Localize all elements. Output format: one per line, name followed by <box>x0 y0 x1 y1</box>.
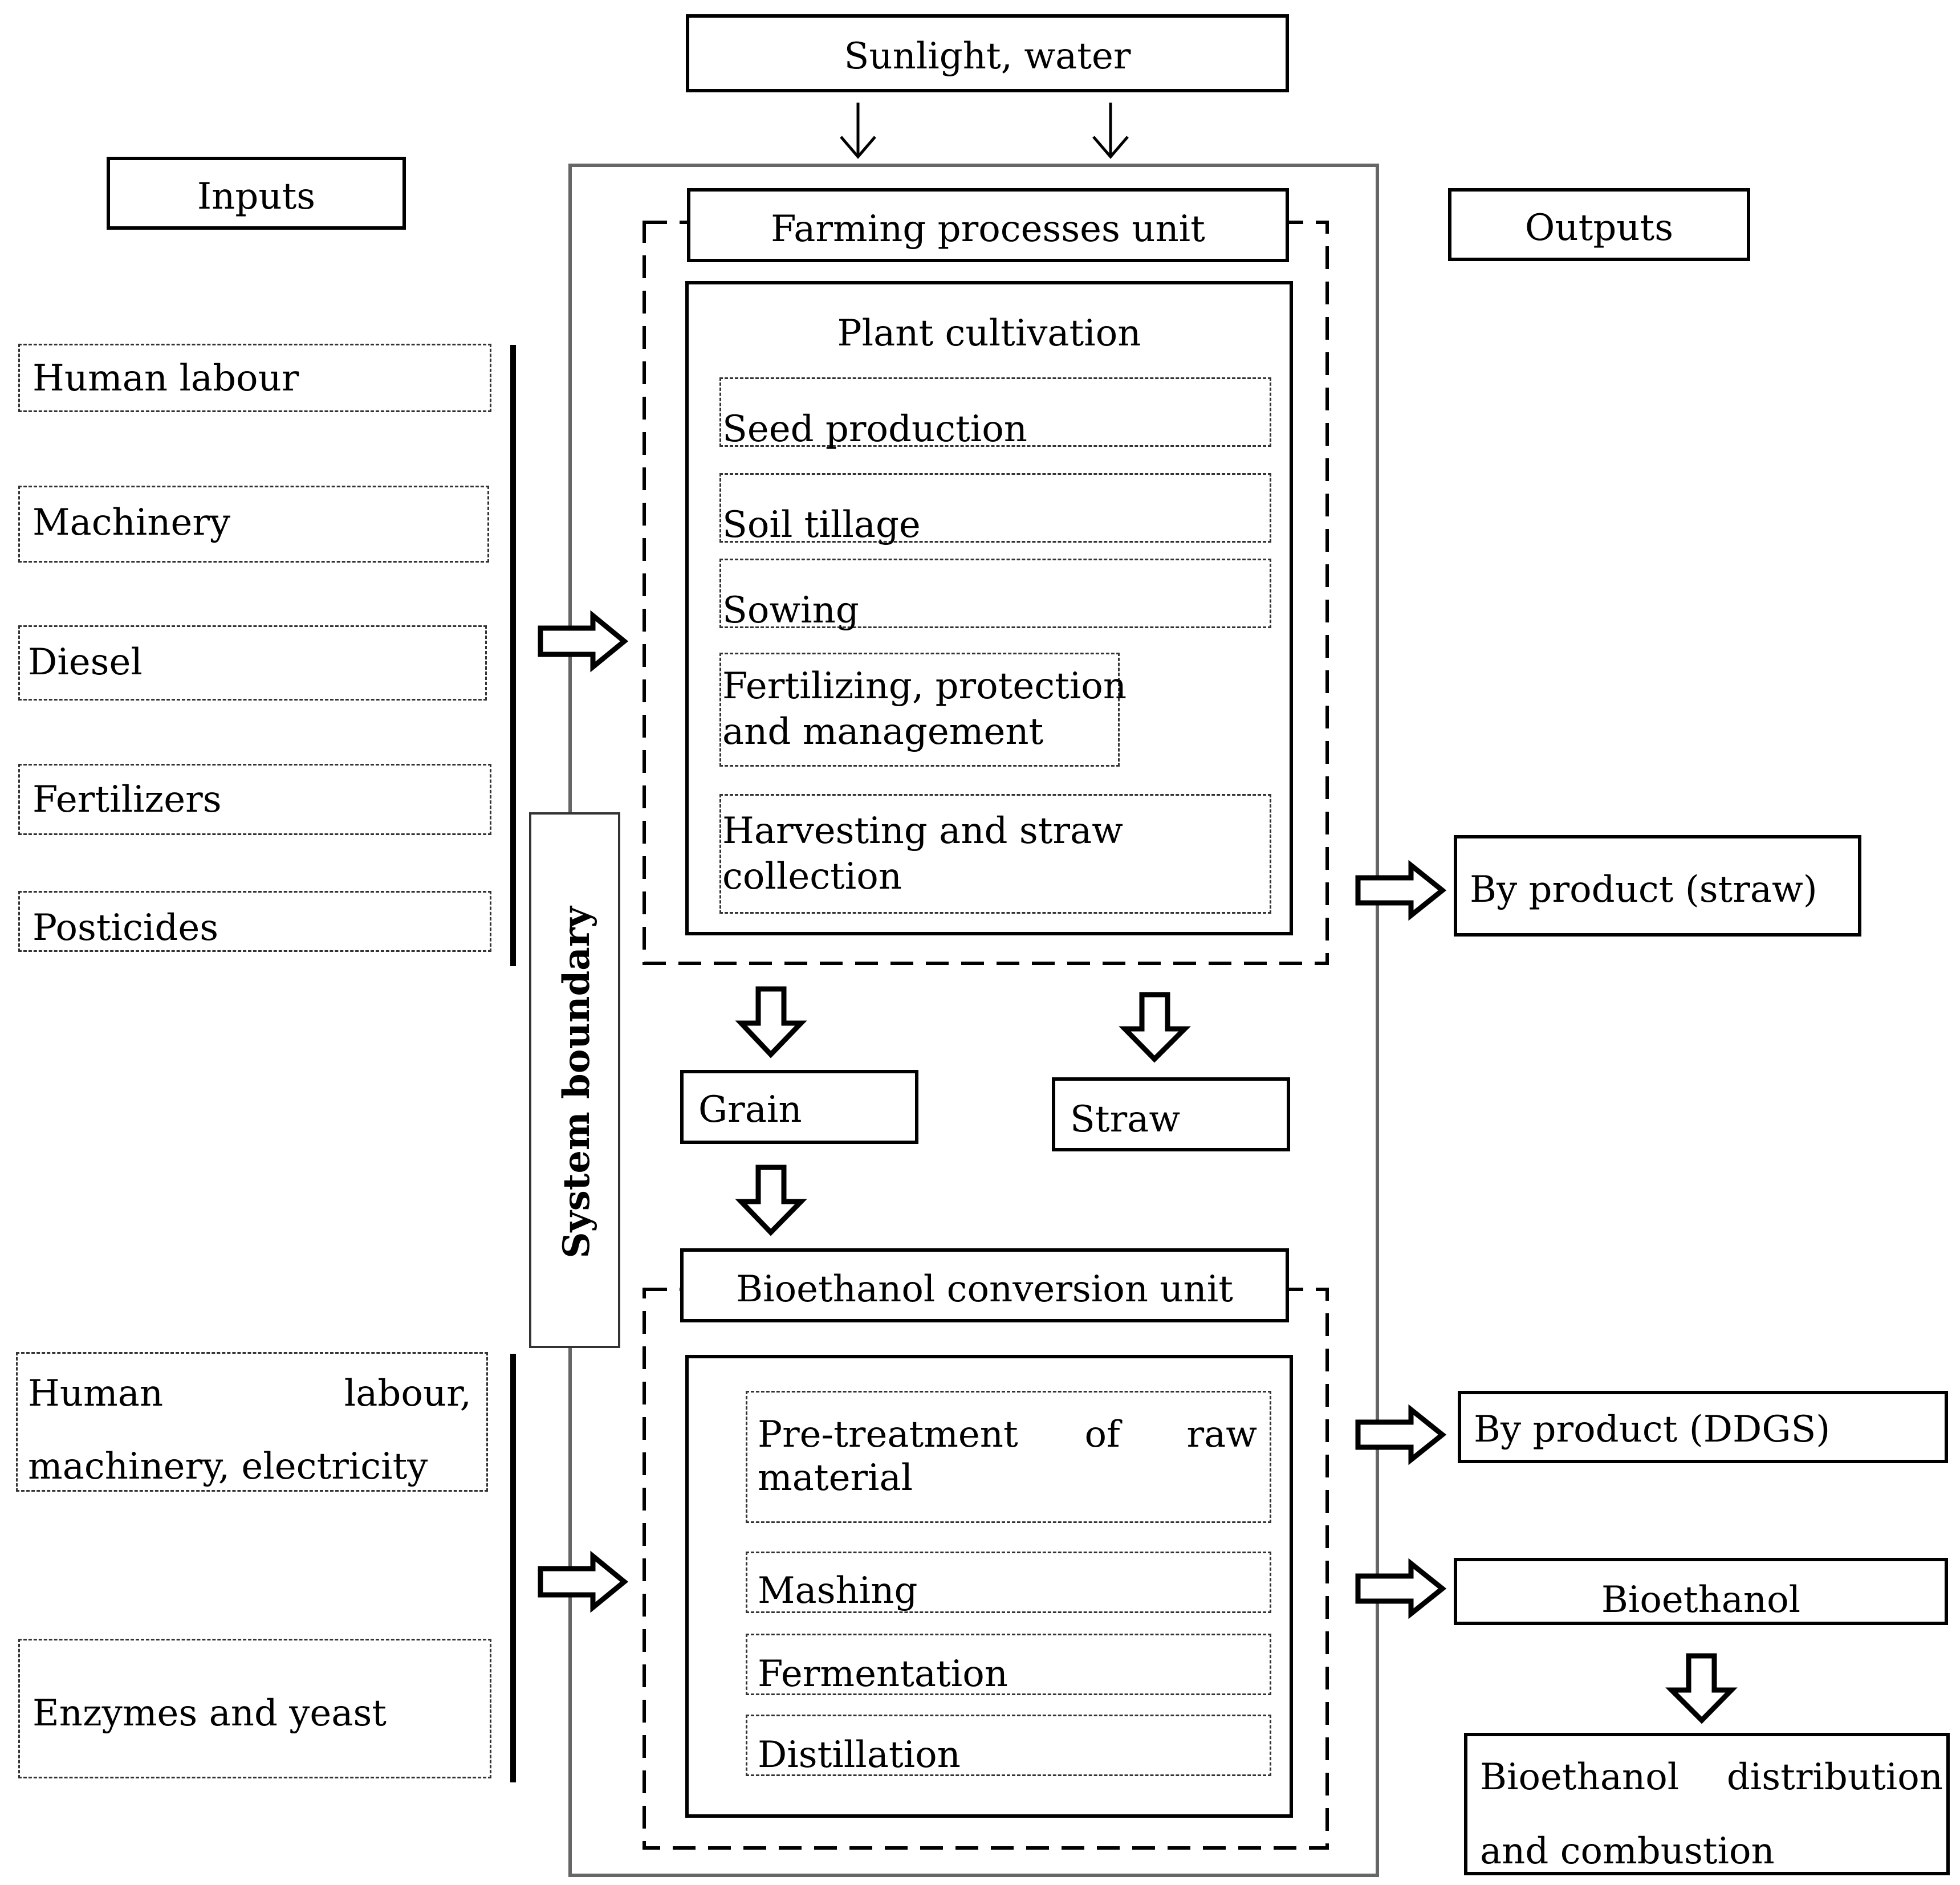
step-distillation-label: Distillation <box>758 1734 961 1776</box>
farming-unit-title-box: Farming processes unit <box>687 188 1289 262</box>
step-distillation: Distillation <box>746 1715 1271 1776</box>
grain-label: Grain <box>698 1089 802 1131</box>
outputs-title: Outputs <box>1524 207 1674 249</box>
farming-to-straw-arrow <box>1119 992 1191 1063</box>
step-mashing-label: Mashing <box>758 1570 918 1612</box>
plant-cultivation-title: Plant cultivation <box>837 312 1141 355</box>
distribution-word-2: distribution <box>1726 1756 1943 1798</box>
conversion-unit-frame <box>643 1288 1329 1850</box>
inputs-to-farming-arrow <box>538 610 629 673</box>
bioethanol-to-distribution-arrow <box>1665 1653 1738 1724</box>
sunlight-arrow-right <box>1092 103 1129 159</box>
step-fermentation: Fermentation <box>746 1634 1271 1695</box>
input-pesticides-label: Posticides <box>32 907 219 949</box>
sunlight-water-box: Sunlight, water <box>686 14 1289 92</box>
straw-label: Straw <box>1070 1098 1181 1141</box>
inputs-title-box: Inputs <box>107 157 406 230</box>
step-seed-production: Seed production <box>719 377 1271 450</box>
output-distribution-combustion: Bioethanol distribution and combustion <box>1464 1733 1950 1875</box>
farming-unit-frame <box>643 221 1329 965</box>
input-fertilizers: Fertilizers <box>18 764 491 835</box>
pretreatment-word-2: of <box>1084 1414 1120 1456</box>
straw-output-arrow <box>1355 860 1447 921</box>
step-pretreatment: Pre-treatment of raw material <box>746 1391 1271 1523</box>
bioethanol-output-arrow <box>1355 1558 1447 1619</box>
step-harvesting: Harvesting and straw collection <box>719 794 1271 914</box>
step-harvesting-line2: collection <box>722 856 902 898</box>
output-bioethanol-label: Bioethanol <box>1601 1579 1801 1621</box>
step-seed-production-label: Seed production <box>722 408 1027 450</box>
farming-unit-title: Farming processes unit <box>771 208 1205 250</box>
grain-to-conversion-arrow <box>735 1165 807 1236</box>
step-sowing: Sowing <box>719 559 1271 632</box>
input-diesel: Diesel <box>18 625 487 701</box>
sunlight-water-label: Sunlight, water <box>844 35 1131 78</box>
pretreatment-word-1: Pre-treatment <box>758 1414 1018 1456</box>
inputs-title: Inputs <box>197 176 316 218</box>
conversion-unit-title: Bioethanol conversion unit <box>736 1268 1233 1310</box>
output-distribution-line1: Bioethanol distribution <box>1480 1756 1943 1799</box>
input-labour-line1: Human labour, <box>28 1372 471 1416</box>
input-human-labour: Human labour <box>18 344 491 412</box>
output-byproduct-ddgs: By product (DDGS) <box>1458 1391 1948 1463</box>
step-fertilizing: Fertilizing, protection and management <box>719 653 1127 767</box>
distribution-word-1: Bioethanol <box>1480 1756 1680 1798</box>
input-fertilizers-label: Fertilizers <box>32 779 222 821</box>
straw-box: Straw <box>1052 1077 1290 1151</box>
system-boundary-label: System boundary <box>555 906 598 1259</box>
step-soil-tillage: Soil tillage <box>719 473 1271 546</box>
step-harvesting-line1: Harvesting and straw <box>722 810 1123 852</box>
farming-to-grain-arrow <box>735 986 807 1058</box>
conversion-unit-title-box: Bioethanol conversion unit <box>680 1248 1289 1322</box>
input-pesticides: Posticides <box>18 891 491 952</box>
step-pretreatment-line2: material <box>758 1457 913 1499</box>
outputs-title-box: Outputs <box>1448 188 1750 261</box>
output-byproduct-ddgs-label: By product (DDGS) <box>1474 1408 1831 1451</box>
sunlight-arrow-left <box>840 103 876 159</box>
step-mashing: Mashing <box>746 1552 1271 1613</box>
step-pretreatment-line1: Pre-treatment of raw <box>758 1413 1257 1457</box>
input-labour-word-labour: labour, <box>344 1373 471 1415</box>
pretreatment-word-3: raw <box>1186 1414 1257 1456</box>
input-human-labour-label: Human labour <box>32 357 299 400</box>
input-labour-line2: machinery, electricity <box>28 1446 428 1488</box>
input-labour-machinery-electricity: Human labour, machinery, electricity <box>16 1352 488 1492</box>
output-bioethanol: Bioethanol <box>1454 1558 1948 1625</box>
input-diesel-label: Diesel <box>28 641 143 683</box>
grain-box: Grain <box>680 1070 918 1144</box>
inputs-to-conversion-arrow <box>538 1550 629 1613</box>
step-soil-tillage-label: Soil tillage <box>722 504 921 546</box>
input-labour-word-human: Human <box>28 1373 164 1415</box>
input-machinery: Machinery <box>18 486 489 563</box>
output-byproduct-straw-label: By product (straw) <box>1470 869 1817 911</box>
input-enzymes-yeast-label: Enzymes and yeast <box>32 1692 387 1735</box>
step-fertilizing-line1: Fertilizing, protection <box>722 665 1127 707</box>
step-fermentation-label: Fermentation <box>758 1653 1008 1695</box>
input-machinery-label: Machinery <box>32 502 231 544</box>
ddgs-output-arrow <box>1355 1404 1447 1465</box>
output-byproduct-straw: By product (straw) <box>1454 835 1861 937</box>
system-boundary-label-box: System boundary <box>529 812 620 1348</box>
output-distribution-line2: and combustion <box>1480 1830 1775 1872</box>
step-fertilizing-line2: and management <box>722 711 1044 753</box>
input-enzymes-yeast: Enzymes and yeast <box>18 1639 491 1778</box>
step-sowing-label: Sowing <box>722 589 859 632</box>
